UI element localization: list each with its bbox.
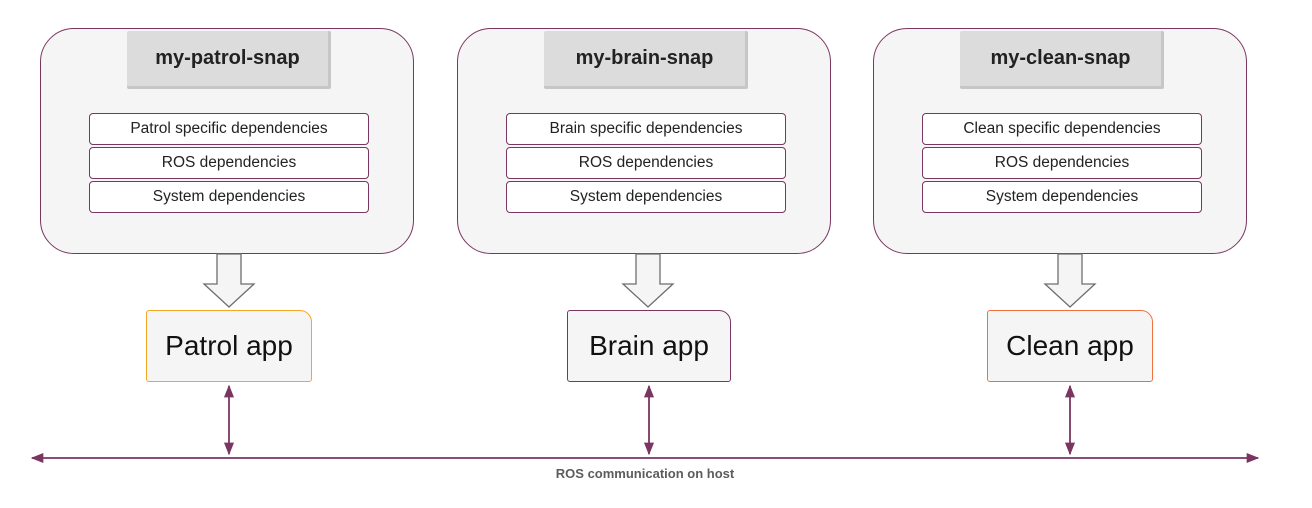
dependency-stack: Patrol specific dependencies ROS depende… [89, 113, 369, 215]
snap-title: my-clean-snap [960, 31, 1164, 89]
dependency-ros: ROS dependencies [89, 147, 369, 179]
app-box-clean: Clean app [987, 310, 1153, 382]
dependency-ros: ROS dependencies [506, 147, 786, 179]
dependency-specific: Patrol specific dependencies [89, 113, 369, 145]
dependency-specific: Clean specific dependencies [922, 113, 1202, 145]
snap-container-clean: my-clean-snap Clean specific dependencie… [873, 28, 1247, 254]
dependency-ros: ROS dependencies [922, 147, 1202, 179]
bus-label: ROS communication on host [555, 466, 735, 481]
block-arrow-patrol [202, 253, 256, 308]
dependency-system: System dependencies [922, 181, 1202, 213]
dependency-stack: Clean specific dependencies ROS dependen… [922, 113, 1202, 215]
dependency-system: System dependencies [89, 181, 369, 213]
dependency-specific: Brain specific dependencies [506, 113, 786, 145]
app-box-patrol: Patrol app [146, 310, 312, 382]
snap-container-patrol: my-patrol-snap Patrol specific dependenc… [40, 28, 414, 254]
snap-title: my-patrol-snap [127, 31, 331, 89]
block-arrow-clean [1043, 253, 1097, 308]
snap-container-brain: my-brain-snap Brain specific dependencie… [457, 28, 831, 254]
app-box-brain: Brain app [567, 310, 731, 382]
dependency-system: System dependencies [506, 181, 786, 213]
snap-title: my-brain-snap [544, 31, 748, 89]
dependency-stack: Brain specific dependencies ROS dependen… [506, 113, 786, 215]
block-arrow-brain [621, 253, 675, 308]
